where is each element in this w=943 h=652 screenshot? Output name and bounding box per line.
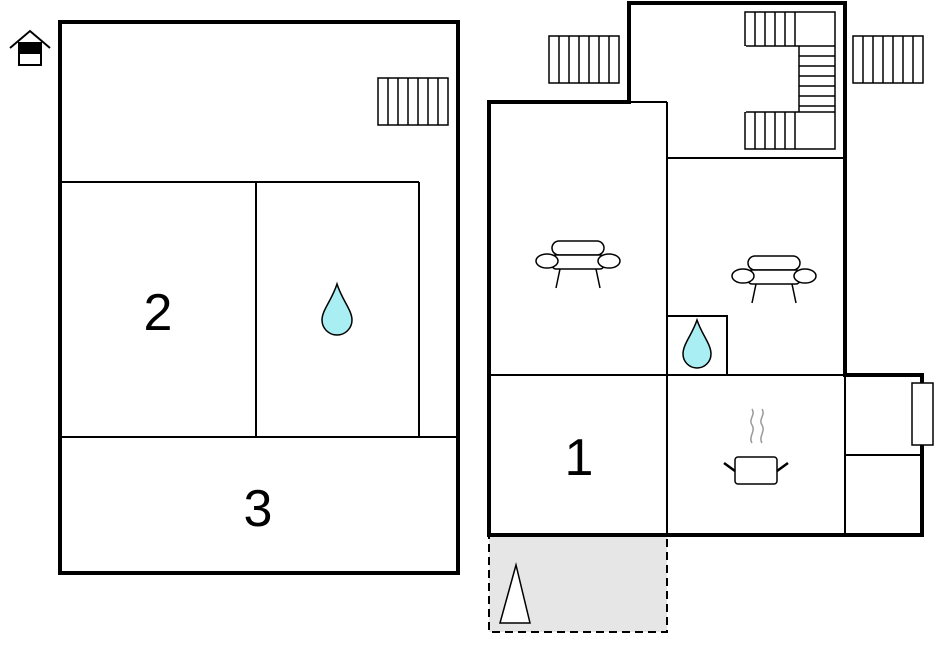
stairs-icon — [548, 35, 620, 84]
room-label-3: 3 — [244, 480, 273, 538]
left-floor-outer-wall — [58, 20, 460, 575]
sofa-icon — [731, 255, 817, 304]
stairs-icon — [852, 35, 924, 84]
room-label-2: 2 — [144, 284, 173, 342]
radiator-icon — [911, 382, 934, 446]
sofa-icon — [535, 240, 621, 289]
water-drop-icon — [321, 281, 353, 336]
terrace-marker-icon — [499, 562, 531, 624]
room-label-1: 1 — [565, 429, 594, 487]
left-floor: 2 3 — [58, 20, 460, 575]
water-drop-icon — [682, 317, 712, 369]
home-floor-icon — [9, 29, 51, 66]
right-floor: 1 — [487, 1, 934, 633]
kitchen-pot-icon — [723, 408, 789, 485]
stairs-icon — [377, 77, 449, 126]
right-small-bathroom-wall — [667, 315, 728, 375]
stairs-icon — [744, 11, 836, 150]
